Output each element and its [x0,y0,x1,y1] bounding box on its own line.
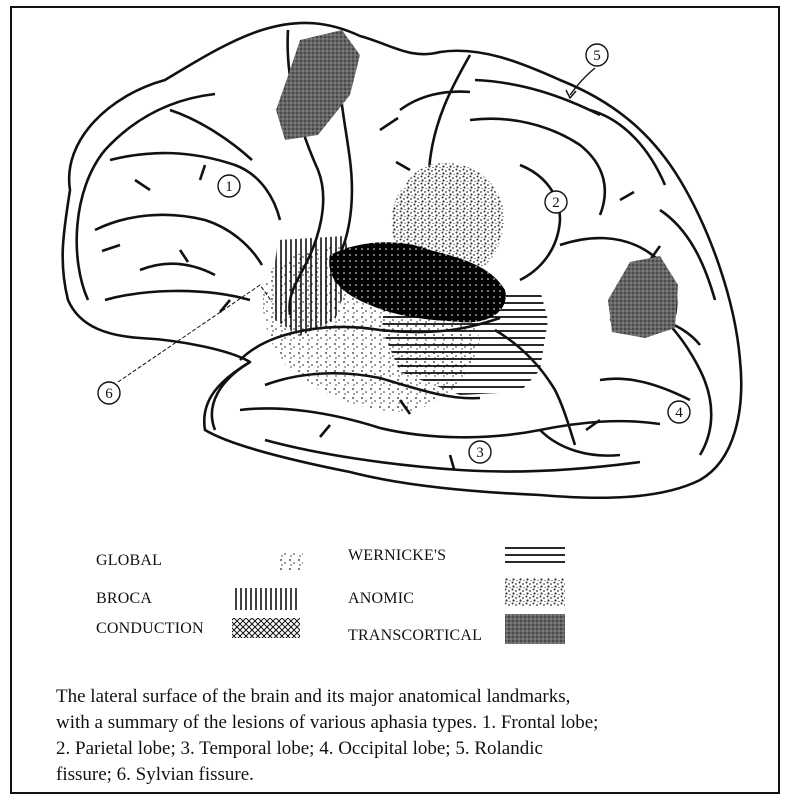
swatch-conduction [232,618,300,638]
legend-transcortical-label: TRANSCORTICAL [348,627,482,645]
caption-line-1: The lateral surface of the brain and its… [56,684,756,710]
landmark-6: 6 [105,386,113,402]
legend-broca-label: BROCA [96,590,152,608]
legend-wernicke-label: WERNICKE'S [348,547,446,565]
landmark-1: 1 [225,179,233,195]
swatch-anomic [505,578,565,606]
figure-caption: The lateral surface of the brain and its… [56,684,756,788]
swatch-broca [232,588,300,610]
legend-global-label: GLOBAL [96,552,162,570]
landmark-3: 3 [476,445,484,461]
lesion-transcortical-sensory [608,256,678,338]
legend-conduction-label: CONDUCTION [96,620,204,638]
swatch-global [277,552,303,570]
swatch-transcortical [505,614,565,644]
caption-line-3: 2. Parietal lobe; 3. Temporal lobe; 4. O… [56,736,756,762]
swatch-wernicke [505,545,565,565]
landmark-4: 4 [675,405,683,421]
caption-line-2: with a summary of the lesions of various… [56,710,756,736]
caption-line-4: fissure; 6. Sylvian fissure. [56,762,756,788]
landmark-5: 5 [593,48,601,64]
landmark-2: 2 [552,195,560,211]
legend-anomic-label: ANOMIC [348,590,414,608]
